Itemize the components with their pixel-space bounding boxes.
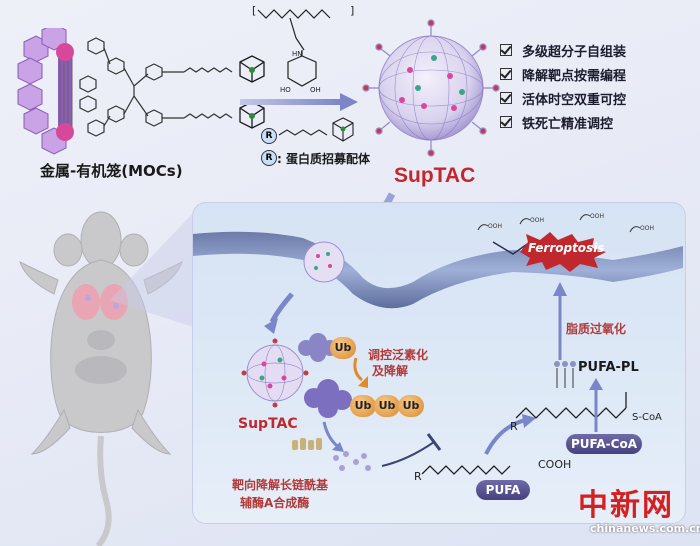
checklist-item: 活体时空双重可控 [500,86,700,110]
svg-text:HO: HO [280,86,291,94]
acsl-protein [292,438,322,450]
pufa-pl-label: PUFA-PL [578,360,639,375]
ub-chain-1: Ub [350,395,376,417]
regulate-label-line1: 调控泛素化 [368,348,429,362]
checkbox-icon [500,116,512,128]
suptac-lower-label: SupTAC [238,416,298,432]
inhibition-line [381,433,442,467]
checklist-text: 活体时空双重可控 [522,92,627,108]
peroxidation-arrow [553,282,567,360]
svg-text:OOH: OOH [640,225,654,232]
regulate-label-line2: 及降解 [372,364,409,378]
svg-text:HN: HN [292,50,303,58]
pufa-r: R [414,470,422,483]
ub-chain-2: Ub [374,395,400,417]
moc-cage-illustration [17,28,265,155]
checkbox-icon [500,92,512,104]
r-badge-1: R [261,128,277,144]
receptor-label: : 蛋白质招募配体 [277,152,370,166]
checklist-text: 降解靶点按需编程 [522,68,627,84]
suptac-title: SupTAC [394,164,476,187]
moc-label: 金属-有机笼(MOCs) [40,162,183,180]
r-badge-2: R [261,150,277,166]
lipid-ox-label: 脂质过氧化 [566,322,627,336]
phospholipid-icon [554,361,576,388]
zoom-callout [110,210,196,328]
checkbox-icon [500,44,512,56]
pufa-cooh: COOH [538,458,572,471]
degradation-arrow [353,357,368,388]
suptac-sphere [362,19,500,157]
checklist-item: 多级超分子自组装 [500,38,700,62]
r-ligand-chain [278,117,354,142]
suptac-sphere-lower [241,338,309,408]
svg-text:OH: OH [310,86,321,94]
checklist-text: 多级超分子自组装 [522,44,627,60]
checkbox-icon [500,68,512,80]
mouse-illustration [19,211,183,546]
lipid-peroxide-groups: OOH OOH OOH OOH [477,213,654,233]
watermark-url: chinanews.com.cn [590,522,700,535]
pufa-coa-pill: PUFA-CoA [566,434,642,454]
scoa-label: S-CoA [632,412,662,423]
svg-text:OOH: OOH [530,217,544,224]
polymer-structure: [ ] HN HO OH [252,4,354,94]
svg-text:]: ] [350,4,354,17]
ferroptosis-label: Ferroptosis [528,241,605,255]
esterification-arrow [589,378,603,432]
target-protein-ubiquitinated [304,379,352,418]
svg-text:[: [ [252,4,256,17]
checklist-item: 铁死亡精准调控 [500,110,700,134]
pufa-molecule [421,465,511,475]
svg-text:OOH: OOH [590,213,604,220]
target-label-line1: 靶向降解长链酰基 [232,478,329,492]
fragment-arrow [322,421,344,452]
checklist-item: 降解靶点按需编程 [500,62,700,86]
checklist-text: 铁死亡精准调控 [522,116,614,132]
ferroptosis-burst [520,232,606,272]
pufa-coa-molecule [515,392,627,419]
degraded-fragments [333,451,371,471]
ub-tag: Ub [330,337,356,359]
pufa-pill: PUFA [476,480,530,500]
uptake-arrow [264,292,294,334]
activation-arrow [484,414,536,455]
feature-checklist: 多级超分子自组装 降解靶点按需编程 活体时空双重可控 铁死亡精准调控 [500,38,700,134]
target-label-line2: 辅酶A合成酶 [240,496,310,510]
pufa-coa-r: R [510,420,518,433]
svg-text:OOH: OOH [488,223,502,230]
membrane-suptac [303,241,345,283]
ub-chain-3: Ub [398,395,424,417]
assembly-arrow [240,93,358,111]
watermark-logo: 中新网 [578,488,674,523]
